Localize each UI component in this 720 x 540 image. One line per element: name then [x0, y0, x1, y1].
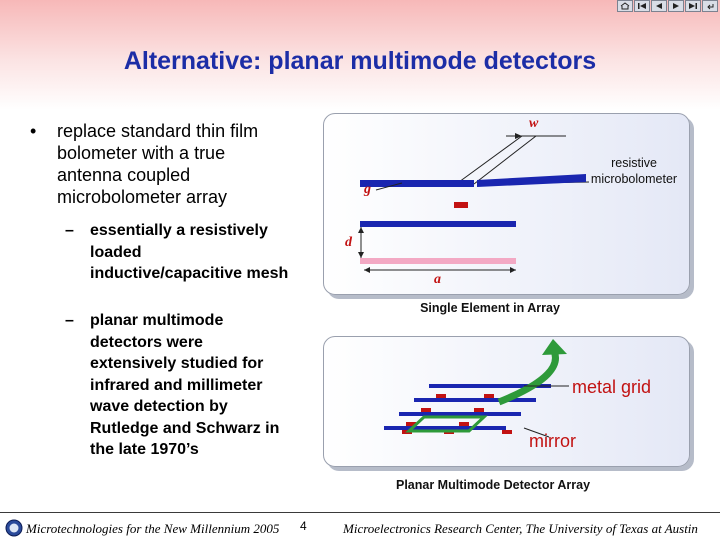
nav-home-icon[interactable] [617, 0, 633, 12]
highlight-arrow [497, 349, 559, 406]
sub-bullet-text: planar multimode detectors were extensiv… [90, 312, 280, 458]
nav-prev-icon[interactable] [651, 0, 667, 12]
resistor-element [421, 408, 431, 412]
antenna-strip-lower [360, 221, 516, 227]
grid-line [429, 384, 551, 388]
array-diagram [384, 339, 569, 438]
sub-bullet-text: essentially a resistively loaded inducti… [90, 222, 289, 282]
nav-next-icon[interactable] [668, 0, 684, 12]
label-a: a [434, 272, 441, 287]
sub-bullet-item: – essentially a resistively loaded induc… [65, 220, 290, 285]
label-g: g [364, 182, 371, 197]
antenna-strip-right [477, 174, 586, 187]
resistor-element [502, 430, 512, 434]
mirror-pointer [523, 427, 550, 438]
g-arrow [375, 182, 403, 191]
university-seal-icon [5, 519, 23, 537]
resistor-element [454, 202, 468, 208]
footer-divider [0, 512, 720, 513]
single-element-caption: Single Element in Array [420, 301, 560, 315]
sub-bullet-marker: – [65, 312, 74, 329]
antenna-strip-left [360, 180, 474, 187]
footer-left-text: Microtechnologies for the New Millennium… [26, 521, 280, 536]
w-dimension-line [458, 135, 523, 183]
resistor-element [484, 394, 494, 398]
grid-line [384, 426, 506, 430]
resistor-element [406, 422, 416, 426]
grid-line [399, 412, 521, 416]
slide-navigation [617, 0, 718, 12]
sub-bullet-marker: – [65, 222, 74, 239]
bullet-item: • replace standard thin film bolometer w… [30, 120, 283, 208]
single-element-diagram [358, 133, 590, 273]
nav-first-icon[interactable] [634, 0, 650, 12]
slide-title: Alternative: planar multimode detectors [123, 47, 597, 75]
nav-last-icon[interactable] [685, 0, 701, 12]
w-arrowhead [515, 133, 522, 139]
label-resistive-microbolometer: resistive microbolometer [590, 156, 678, 186]
label-mirror: mirror [529, 431, 576, 451]
sub-bullet-item: – planar multimode detectors were extens… [65, 310, 290, 461]
grid-line [414, 398, 536, 402]
footer-right-text: Microelectronics Research Center, The Un… [343, 521, 698, 536]
mirror-strip [360, 258, 516, 264]
resistor-element [474, 408, 484, 412]
highlight-arrowhead [542, 339, 567, 355]
resistor-element [436, 394, 446, 398]
page-number: 4 [300, 519, 307, 533]
array-caption: Planar Multimode Detector Array [395, 478, 591, 492]
array-panel: metal grid mirror [323, 336, 690, 467]
bullet-marker: • [30, 121, 37, 141]
highlighted-element [405, 415, 488, 433]
single-element-panel: w g d a resistive microbolometer [323, 113, 690, 295]
w-dimension-line [473, 135, 537, 185]
resistor-element [459, 422, 469, 426]
label-w: w [529, 116, 539, 131]
bullet-text: replace standard thin film bolometer wit… [57, 121, 259, 207]
label-d: d [345, 235, 352, 250]
nav-return-icon[interactable] [702, 0, 718, 12]
label-metal-grid: metal grid [572, 377, 652, 397]
